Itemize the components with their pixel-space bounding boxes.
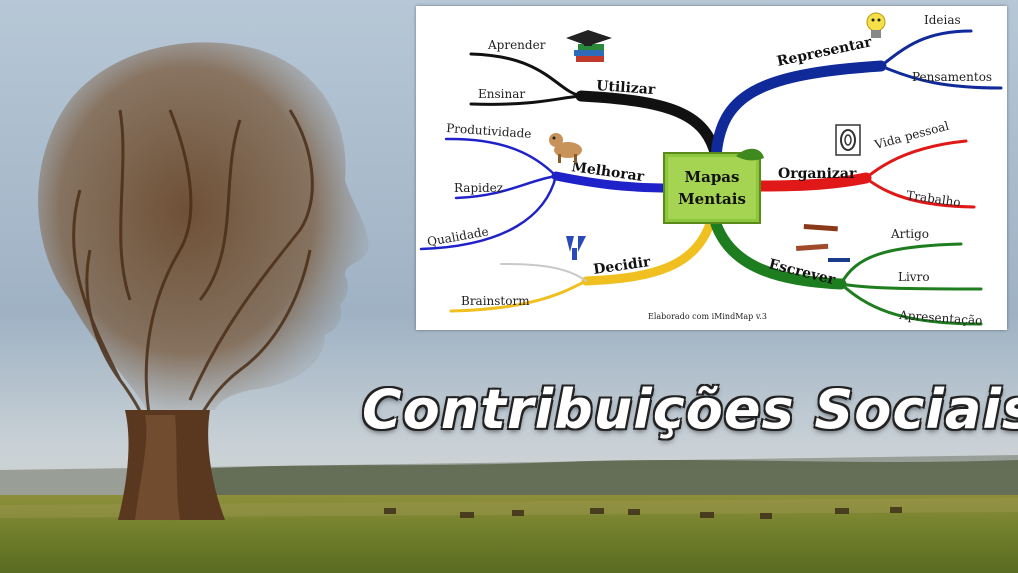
deer-herd bbox=[384, 507, 902, 519]
mind-map-panel: Mapas Mentais Utilizar Melhorar Decidir … bbox=[416, 6, 1007, 330]
leaf-vida-pessoal: Vida pessoal bbox=[872, 119, 950, 153]
leaf-aprender: Aprender bbox=[487, 38, 546, 52]
branch-label-decidir: Decidir bbox=[592, 254, 652, 278]
leaf-rapidez: Rapidez bbox=[454, 181, 503, 195]
branch-label-utilizar: Utilizar bbox=[596, 78, 657, 98]
center-label-line2: Mentais bbox=[678, 190, 746, 208]
lightbulb-icon bbox=[866, 12, 886, 38]
leaf-artigo: Artigo bbox=[890, 227, 929, 241]
branch-line-utilizar bbox=[575, 90, 722, 162]
leaf-trabalho: Trabalho bbox=[906, 188, 962, 209]
target-icon bbox=[835, 124, 861, 156]
branch-line-representar bbox=[710, 60, 887, 162]
graduation-cap-books-icon bbox=[566, 30, 612, 62]
filter-funnel-icon bbox=[566, 236, 586, 260]
leaf-produtividade: Produtividade bbox=[446, 121, 532, 141]
pencils-icon bbox=[796, 224, 850, 262]
slide-title: Contribuições Sociais bbox=[362, 378, 1018, 441]
branch-line-escrever bbox=[710, 218, 847, 290]
leaf-ideias: Ideias bbox=[924, 13, 961, 27]
center-node bbox=[663, 148, 764, 224]
branch-line-organizar bbox=[755, 172, 872, 192]
branch-label-organizar: Organizar bbox=[778, 166, 857, 182]
branch-line-melhorar bbox=[551, 171, 676, 193]
credit-text: Elaborado com iMindMap v.3 bbox=[648, 312, 767, 321]
leaf-apresentacao: Apresentação bbox=[898, 308, 983, 328]
tree-head bbox=[38, 42, 369, 521]
center-label-line1: Mapas bbox=[685, 168, 740, 186]
leaf-ensinar: Ensinar bbox=[478, 87, 525, 101]
branch-line-decidir bbox=[581, 216, 716, 286]
dog-icon bbox=[549, 133, 582, 163]
leaf-brainstorm: Brainstorm bbox=[461, 294, 530, 308]
leaf-livro: Livro bbox=[898, 270, 930, 284]
leaf-pensamentos: Pensamentos bbox=[912, 70, 992, 84]
